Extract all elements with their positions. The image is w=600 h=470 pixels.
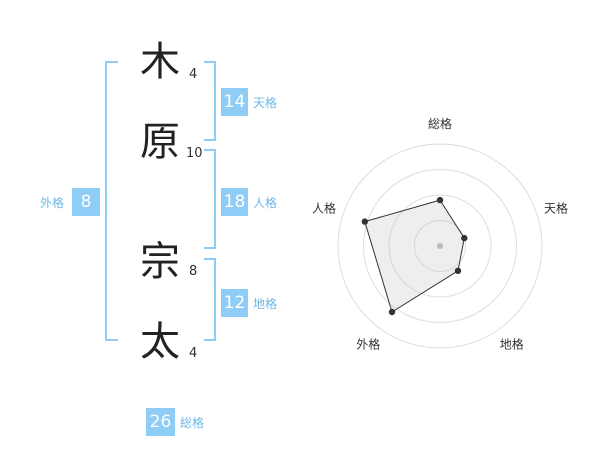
radar-point-1 xyxy=(436,196,444,204)
stroke-count-3: 8 xyxy=(189,264,198,279)
stroke-count-2: 10 xyxy=(186,146,203,161)
radar-axis-label: 総格 xyxy=(428,116,452,131)
radar-grid-ring xyxy=(388,194,492,298)
radar-axis-label: 外格 xyxy=(356,337,380,352)
chikaku-label: 地格 xyxy=(253,297,278,311)
radar-data-area xyxy=(364,199,465,313)
name-char-1: 木 xyxy=(140,39,180,85)
gaikaku-label: 外格 xyxy=(40,196,65,210)
tenkaku-value: 14 xyxy=(221,88,248,116)
jinkaku-value: 18 xyxy=(221,188,248,216)
radar-axis-label: 天格 xyxy=(544,200,568,215)
radar-axis-label: 地格 xyxy=(500,337,524,352)
gaikaku-bracket xyxy=(105,61,118,341)
stroke-count-4: 4 xyxy=(189,346,198,361)
chikaku-bracket xyxy=(204,258,216,341)
tenkaku-bracket xyxy=(204,61,216,141)
radar-center-dot xyxy=(437,243,443,249)
radar-point-5 xyxy=(361,218,368,225)
chikaku-value: 12 xyxy=(221,289,248,317)
radar-grid-ring xyxy=(414,220,466,272)
gaikaku-value: 8 xyxy=(72,188,100,216)
soukaku-label: 総格 xyxy=(180,416,205,430)
name-char-3: 宗 xyxy=(140,239,180,285)
tenkaku-label: 天格 xyxy=(253,96,278,110)
soukaku-value: 26 xyxy=(146,408,175,436)
radar-point-2 xyxy=(461,234,468,242)
name-char-4: 太 xyxy=(140,319,180,365)
radar-grid-ring xyxy=(363,169,517,323)
name-char-2: 原 xyxy=(140,119,180,165)
stroke-count-1: 4 xyxy=(189,67,198,82)
radar-point-4 xyxy=(388,308,396,316)
radar-grid-ring xyxy=(337,143,543,349)
jinkaku-label: 人格 xyxy=(253,196,278,210)
jinkaku-bracket xyxy=(204,149,216,249)
radar-point-3 xyxy=(454,267,462,274)
radar-axis-label: 人格 xyxy=(312,200,336,215)
